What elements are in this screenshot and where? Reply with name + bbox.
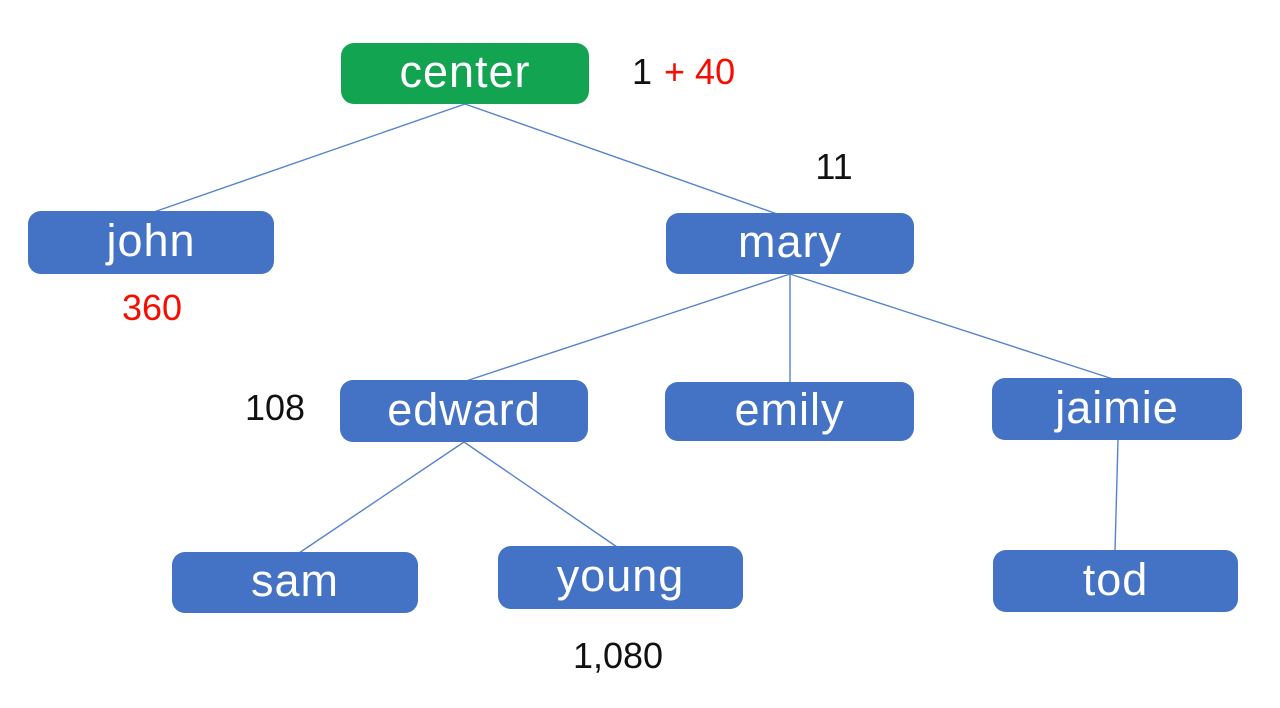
node-label-center: center	[399, 46, 531, 97]
annotation-john-value: 360	[121, 287, 183, 328]
annotation-center-red: + 40	[664, 51, 736, 92]
edge-mary-jaimie	[789, 273, 1114, 380]
tree-node-sam: sam	[172, 552, 418, 613]
annotation-center-black: 1	[632, 51, 653, 92]
node-label-edward: edward	[387, 383, 541, 435]
annotation-edward-value: 108	[244, 387, 306, 428]
edge-edward-young	[463, 441, 618, 548]
annotation-young-value: 1,080	[572, 635, 664, 676]
edge-center-mary	[464, 103, 781, 216]
node-label-sam: sam	[250, 555, 339, 606]
node-label-john: john	[106, 215, 196, 266]
tree-node-john: john	[28, 211, 274, 274]
tree-node-emily: emily	[665, 382, 914, 441]
node-label-jaimie: jaimie	[1055, 381, 1179, 433]
annotation-center-value: 1 + 40	[632, 54, 735, 90]
edge-center-john	[150, 103, 466, 214]
edge-jaimie-tod	[1114, 439, 1119, 552]
annotation-mary-value: 11	[815, 146, 853, 187]
tree-node-jaimie: jaimie	[992, 378, 1242, 440]
tree-node-center: center	[341, 43, 589, 104]
node-label-emily: emily	[734, 384, 845, 435]
node-label-mary: mary	[738, 216, 842, 267]
tree-node-edward: edward	[340, 380, 588, 442]
node-label-tod: tod	[1082, 553, 1149, 605]
node-label-young: young	[556, 550, 685, 601]
tree-node-mary: mary	[666, 213, 914, 274]
edge-mary-edward	[465, 273, 791, 382]
edge-edward-sam	[298, 441, 465, 554]
tree-node-tod: tod	[993, 550, 1238, 612]
tree-node-young: young	[498, 546, 743, 609]
